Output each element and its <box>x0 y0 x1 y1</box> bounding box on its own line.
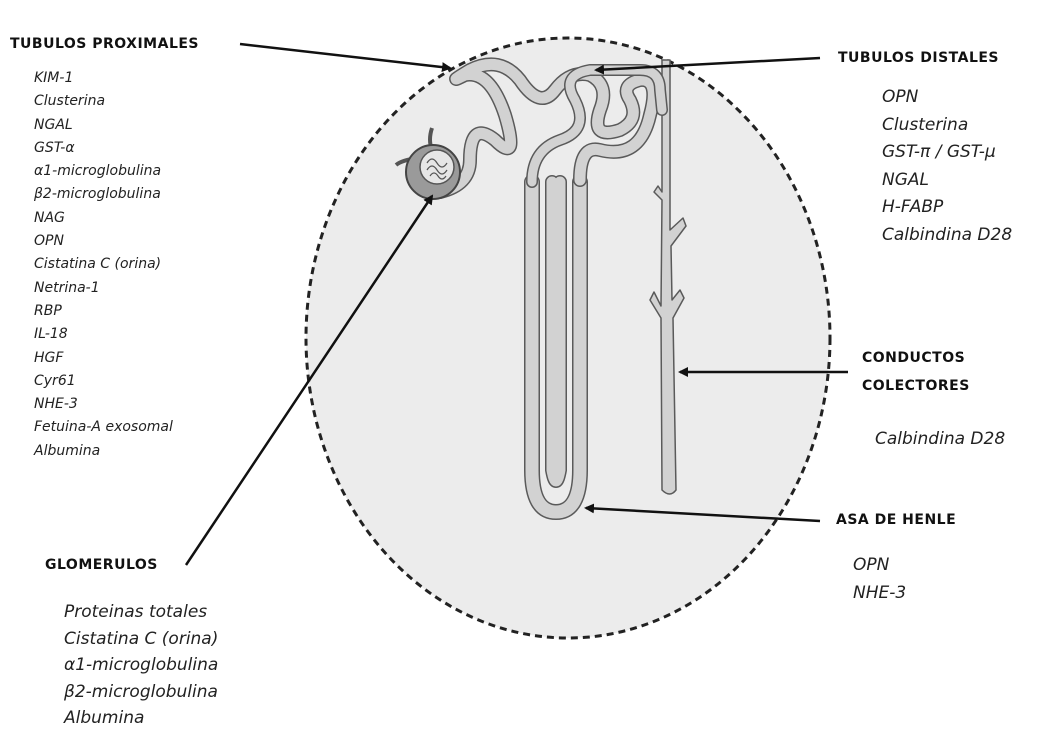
list-item: Clusterina <box>34 90 173 113</box>
list-item: Albumina <box>64 705 218 732</box>
list-item: Proteinas totales <box>64 599 218 626</box>
list-item: Calbindina D28 <box>875 426 1005 454</box>
glomeruli-title: GLOMERULOS <box>45 557 158 573</box>
list-item: NGAL <box>882 167 1012 195</box>
arrow-proximal <box>240 44 450 68</box>
list-item: Netrina-1 <box>34 277 173 300</box>
list-item: NAG <box>34 207 173 230</box>
list-item: NGAL <box>34 114 173 137</box>
collecting-ducts-title-line1: CONDUCTOS <box>862 350 965 366</box>
list-item: OPN <box>34 230 173 253</box>
glomeruli-list: Proteinas totales Cistatina C (orina) α1… <box>64 599 218 732</box>
list-item: Cyr61 <box>34 370 173 393</box>
nephron-region-circle <box>306 38 830 638</box>
collecting-ducts-list: Calbindina D28 <box>875 426 1005 454</box>
list-item: Fetuina-A exosomal <box>34 416 173 439</box>
proximal-tubules-title: TUBULOS PROXIMALES <box>10 36 199 52</box>
distal-tubules-title: TUBULOS DISTALES <box>838 50 999 66</box>
list-item: GST-π / GST-μ <box>882 139 1012 167</box>
list-item: α1-microglobulina <box>64 652 218 679</box>
list-item: OPN <box>853 552 906 580</box>
list-item: IL-18 <box>34 323 173 346</box>
list-item: Calbindina D28 <box>882 222 1012 250</box>
list-item: H-FABP <box>882 194 1012 222</box>
proximal-tubules-list: KIM-1 Clusterina NGAL GST-α α1-microglob… <box>34 67 173 463</box>
distal-tubules-list: OPN Clusterina GST-π / GST-μ NGAL H-FABP… <box>882 84 1012 249</box>
list-item: α1-microglobulina <box>34 160 173 183</box>
loop-of-henle <box>532 182 580 512</box>
loop-of-henle-list: OPN NHE-3 <box>853 552 906 607</box>
list-item: β2-microglobulina <box>34 183 173 206</box>
list-item: HGF <box>34 347 173 370</box>
loop-of-henle-title: ASA DE HENLE <box>836 512 956 528</box>
list-item: NHE-3 <box>34 393 173 416</box>
list-item: GST-α <box>34 137 173 160</box>
list-item: NHE-3 <box>853 580 906 608</box>
list-item: Clusterina <box>882 112 1012 140</box>
list-item: Cistatina C (orina) <box>34 253 173 276</box>
list-item: RBP <box>34 300 173 323</box>
collecting-ducts-title-line2: COLECTORES <box>862 378 970 394</box>
list-item: Albumina <box>34 440 173 463</box>
list-item: β2-microglobulina <box>64 679 218 706</box>
list-item: KIM-1 <box>34 67 173 90</box>
list-item: Cistatina C (orina) <box>64 626 218 653</box>
list-item: OPN <box>882 84 1012 112</box>
